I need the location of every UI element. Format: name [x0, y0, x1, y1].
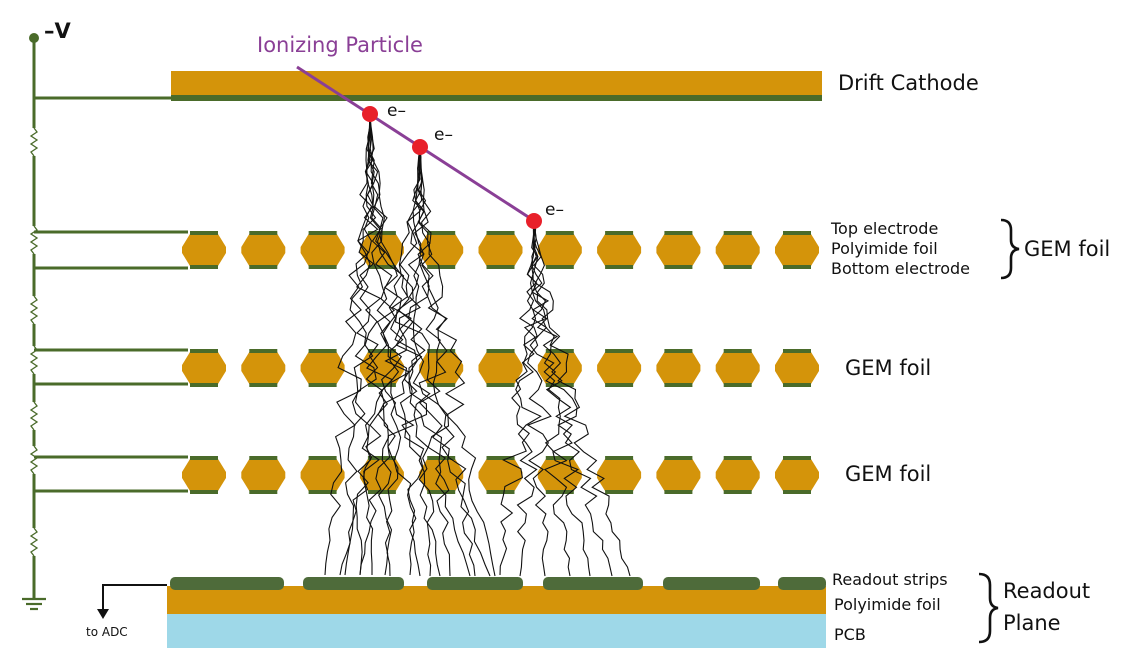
voltage-label: –V [44, 19, 72, 43]
gem-hole-segment [241, 456, 286, 494]
electron-label-2: e– [434, 125, 453, 145]
avalanche-path [366, 113, 421, 577]
readout-plane-brace [978, 572, 999, 644]
arrow-down-icon [97, 609, 109, 619]
gem-hole-segment [182, 456, 226, 494]
avalanche-path [359, 146, 421, 576]
gem-hole-segment [775, 349, 819, 387]
gem-hole-segment [656, 231, 701, 269]
gem-foil-label-3: GEM foil [845, 462, 931, 486]
readout-plane-label-line2: Plane [1003, 611, 1061, 635]
avalanche-path [369, 113, 471, 577]
gem-hole-segment [478, 349, 523, 387]
gem-hole-segment [715, 349, 760, 387]
gem-hole-segment [419, 349, 464, 387]
readout-strip [778, 577, 826, 590]
avalanche-path [533, 220, 631, 577]
readout-polyimide-layer [167, 586, 826, 614]
gem-foil-3 [182, 456, 819, 494]
avalanche-path [356, 114, 384, 575]
electron-1 [362, 106, 378, 122]
bottom-electrode-label: Bottom electrode [831, 259, 970, 278]
readout-strip [663, 577, 760, 590]
gem-hole-segment [537, 231, 582, 269]
to-adc-label: to ADC [86, 625, 128, 639]
electron-label-1: e– [387, 101, 406, 121]
gem-foil-label-1: GEM foil [1024, 237, 1110, 261]
avalanche-path [533, 220, 613, 577]
gem-hole-segment [300, 349, 345, 387]
gem-hole-segment [656, 456, 701, 494]
avalanche-path [401, 146, 430, 576]
gem-hole-segment [241, 231, 286, 269]
resistor-icon [29, 295, 39, 325]
electron-3 [526, 213, 542, 229]
avalanche-path [351, 113, 382, 576]
gem-hole-segment [597, 349, 642, 387]
resistor-icon [29, 527, 39, 557]
ionizing-particle-label: Ionizing Particle [257, 33, 423, 57]
gem-hole-segment [775, 456, 819, 494]
avalanche-path [529, 220, 571, 577]
electrons [362, 106, 542, 229]
resistor-icon [29, 445, 39, 475]
gem-hole-segment [300, 231, 345, 269]
avalanche-path [531, 220, 591, 577]
gem-foil-2 [182, 349, 819, 387]
gem-hole-segment [300, 456, 345, 494]
electron-2 [412, 139, 428, 155]
pcb-label: PCB [834, 625, 866, 644]
resistor-icon [29, 401, 39, 431]
avalanche-path [418, 146, 496, 577]
readout-strips-label: Readout strips [832, 570, 948, 589]
readout-strip [303, 577, 404, 590]
readout-strip [170, 577, 284, 590]
gem-foil-1 [182, 231, 819, 269]
avalanche-path [324, 113, 373, 576]
electron-label-3: e– [545, 200, 564, 220]
resistor-icon [29, 127, 39, 157]
avalanche-path [339, 146, 421, 576]
gem-hole-segment [182, 231, 226, 269]
readout-polyimide-label: Polyimide foil [834, 595, 941, 614]
gem-hole-segment [597, 231, 642, 269]
readout-plane [97, 577, 826, 648]
electron-avalanche [324, 113, 631, 577]
avalanche-path [368, 113, 441, 577]
top-electrode-label: Top electrode [830, 219, 938, 238]
gem-hole-segment [656, 349, 701, 387]
gem-foil-label-2: GEM foil [845, 356, 931, 380]
avalanche-path [499, 220, 538, 576]
readout-strips [170, 577, 826, 590]
avalanche-path [412, 146, 435, 577]
avalanche-path [417, 146, 476, 577]
adc-wire [102, 584, 167, 612]
gem-hole-segment [597, 456, 642, 494]
voltage-divider [22, 33, 188, 611]
ground-symbol-icon [22, 597, 46, 611]
readout-strip [427, 577, 523, 590]
gem-hole-segment [478, 456, 523, 494]
resistor-icon [29, 225, 39, 255]
gem-hole-segment [715, 456, 760, 494]
avalanche-path [369, 113, 491, 577]
avalanche-path [523, 220, 552, 577]
readout-plane-label-line1: Readout [1003, 579, 1090, 603]
gem-hole-segment [478, 231, 523, 269]
gem-hole-segment [241, 349, 286, 387]
pcb-layer [167, 614, 826, 648]
gem-hole-segment [182, 349, 226, 387]
gem-hole-segment [775, 231, 819, 269]
readout-strip [543, 577, 643, 590]
gem-hole-segment [715, 231, 760, 269]
gem-foils [182, 231, 819, 494]
drift-cathode [171, 71, 822, 101]
polyimide-foil-label: Polyimide foil [831, 239, 938, 258]
drift-cathode-label: Drift Cathode [838, 71, 979, 95]
gem-foil-brace [1000, 218, 1020, 280]
